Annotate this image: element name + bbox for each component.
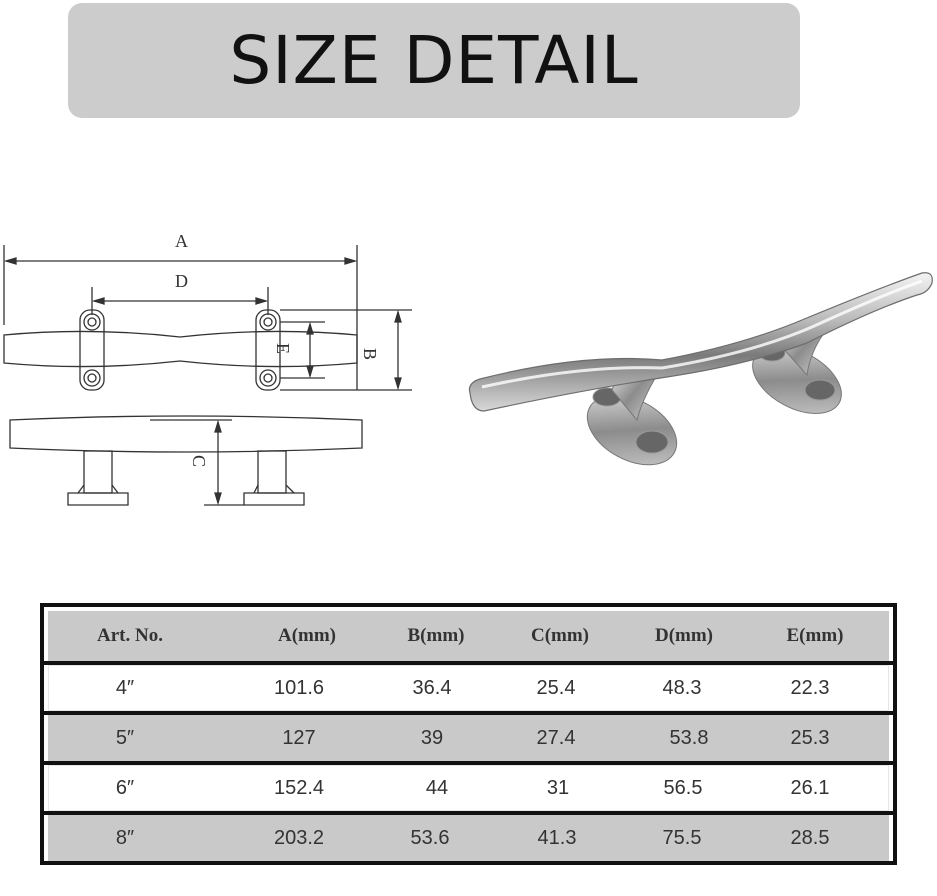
dim-d-arrow-left [91,297,105,305]
cell-e: 22.3 [790,676,830,699]
cell-c: 27.4 [536,726,576,749]
top-view-flange-left [79,309,105,391]
table-row: 8″ 203.2 53.6 41.3 75.5 28.5 [48,815,889,861]
hole-4-inner [263,373,273,383]
cleat-product-image [468,272,933,466]
top-view-flange-right [255,309,281,391]
header-art-no: Art. No. [97,625,163,646]
cell-c: 41.3 [537,826,577,849]
cell-c: 25.4 [536,676,576,699]
side-view-foot-left [67,492,129,506]
label-a: A [175,231,188,251]
cell-e: 25.3 [790,726,830,749]
cleat-dimension-diagram: A D B E C [3,231,412,506]
label-e: E [273,343,293,354]
side-view-fillets [77,484,295,494]
side-view-leg-right [257,450,287,494]
table-separator [44,661,893,665]
side-view-body [9,415,363,453]
hole-2 [83,369,101,387]
header-e: E(mm) [786,625,844,646]
table-row: 6″ 152.4 44 31 56.5 26.1 [48,765,889,811]
cell-b: 53.6 [410,826,450,849]
dim-e-arrow-top [306,321,314,335]
hole-3-inner [263,317,273,327]
dim-c-arrow-bottom [214,492,222,506]
hole-1-inner [87,317,97,327]
cell-a: 127 [282,726,316,749]
dim-e-arrow-bottom [306,365,314,379]
cell-d: 53.8 [669,726,709,749]
hole-4 [259,369,277,387]
cell-art-no: 6″ [115,776,135,799]
header-b: B(mm) [407,625,465,646]
cell-b: 36.4 [412,676,452,699]
dim-b-arrow-bottom [394,377,402,391]
top-view-body [3,330,358,368]
label-c: C [189,455,209,467]
cell-b: 44 [425,776,449,799]
table-header-row: Art. No. A(mm) B(mm) C(mm) D(mm) E(mm) [48,611,889,661]
cell-a: 101.6 [273,676,325,699]
hole-3 [259,313,277,331]
dim-a-arrow-left [3,257,17,265]
cell-art-no: 4″ [115,676,135,699]
cell-d: 75.5 [662,826,702,849]
cell-d: 48.3 [662,676,702,699]
hole-1 [83,313,101,331]
cell-a: 203.2 [273,826,325,849]
table-separator [44,761,893,765]
cell-e: 28.5 [790,826,830,849]
hole-2-inner [87,373,97,383]
table-separator [44,811,893,815]
table-separator [44,711,893,715]
cleat-horn [468,272,933,412]
table-row: 5″ 127 39 27.4 53.8 25.3 [48,715,889,761]
dim-a-arrow-right [344,257,358,265]
side-view-foot-right [243,492,305,506]
dim-d-arrow-right [255,297,269,305]
cell-d: 56.5 [663,776,703,799]
dim-c-arrow-top [214,419,222,433]
page-title: SIZE DETAIL [229,22,639,99]
dim-b-arrow-top [394,309,402,323]
cell-a: 152.4 [273,776,325,799]
header-d: D(mm) [654,625,714,646]
cell-art-no: 5″ [115,726,135,749]
title-banner: SIZE DETAIL [68,3,800,118]
cell-c: 31 [546,776,570,799]
cell-b: 39 [420,726,444,749]
side-view-leg-left [83,450,113,494]
cell-e: 26.1 [790,776,830,799]
label-b: B [360,348,380,360]
header-c: C(mm) [530,625,590,646]
header-a: A(mm) [277,625,337,646]
cleat-highlight [481,279,923,389]
table-row: 4″ 101.6 36.4 25.4 48.3 22.3 [48,665,889,711]
label-d: D [175,271,188,291]
spec-table: Art. No. A(mm) B(mm) C(mm) D(mm) E(mm) 4… [40,603,897,865]
cell-art-no: 8″ [115,826,135,849]
